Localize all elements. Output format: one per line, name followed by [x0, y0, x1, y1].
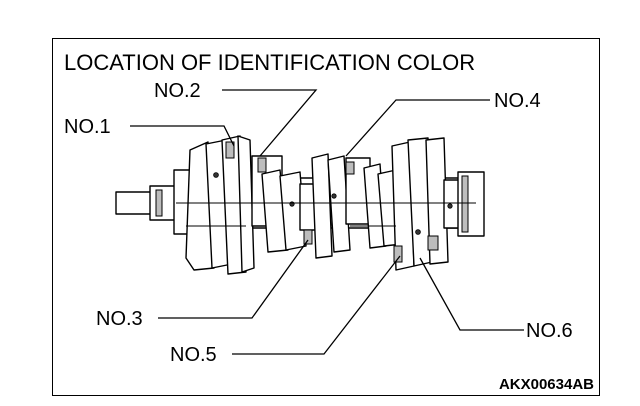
- color-mark-1: [225, 141, 235, 159]
- color-mark-2: [257, 157, 267, 173]
- color-mark-4: [345, 161, 355, 175]
- crank-web-1-edge: [237, 135, 255, 273]
- oil-hole-6: [447, 203, 453, 209]
- oil-hole-5: [415, 229, 421, 235]
- leader-no6: [419, 257, 524, 331]
- oil-hole-1: [213, 172, 219, 178]
- leader-no4: [345, 99, 490, 157]
- callout-no4: NO.4: [494, 90, 541, 112]
- leader-no1: [130, 125, 235, 147]
- leader-no3: [158, 239, 309, 319]
- color-mark-3: [303, 229, 313, 245]
- leader-lines: [130, 89, 524, 355]
- callout-no2: NO.2: [154, 80, 201, 102]
- color-mark-6: [427, 235, 439, 251]
- callout-no5: NO.5: [170, 344, 217, 366]
- leader-no2: [222, 89, 318, 157]
- callout-no1: NO.1: [64, 116, 111, 138]
- leader-no5: [232, 255, 401, 355]
- callout-no6: NO.6: [526, 320, 573, 342]
- color-mark-5: [393, 245, 403, 263]
- rear-flange-shade: [461, 175, 469, 233]
- front-hub-shade: [155, 189, 163, 217]
- callout-no3: NO.3: [96, 308, 143, 330]
- oil-hole-2: [289, 201, 295, 207]
- oil-hole-3: [331, 193, 337, 199]
- crank-web-3-face: [327, 155, 351, 253]
- reference-code: AKX00634AB: [499, 376, 594, 393]
- diagram-frame: [52, 38, 600, 396]
- crankshaft-illustration: [115, 135, 485, 275]
- diagram-title: LOCATION OF IDENTIFICATION COLOR: [64, 50, 475, 75]
- crank-web-3: [311, 153, 333, 259]
- crank-web-6: [425, 137, 449, 265]
